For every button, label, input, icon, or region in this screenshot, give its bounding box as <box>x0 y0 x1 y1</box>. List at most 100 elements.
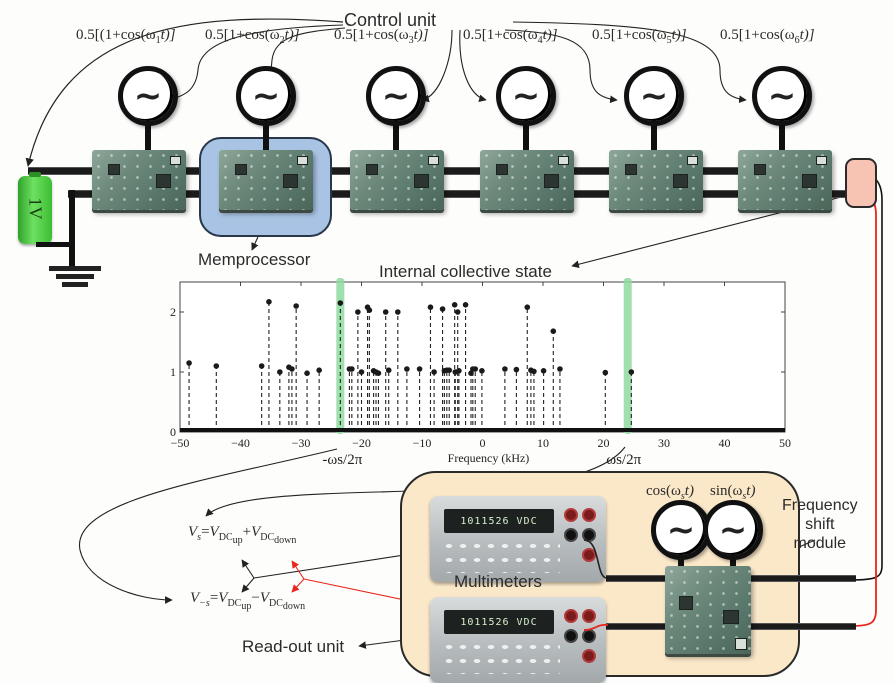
x-tick-label: 10 <box>537 436 549 450</box>
vs-lhs: V <box>188 524 198 540</box>
control-to-gen3-arrow <box>421 29 453 103</box>
board-chip <box>687 156 698 165</box>
cos-gen-label: cos(ωst) <box>646 483 694 502</box>
stem-marker <box>316 367 322 373</box>
stem-marker <box>557 366 563 372</box>
gen-label-post: t)] <box>160 27 176 43</box>
x-tick-label: 30 <box>658 436 670 450</box>
cos-generator-icon: ~ <box>651 500 711 560</box>
stem-marker <box>304 370 310 376</box>
board-chip <box>673 174 688 188</box>
stem-marker <box>355 309 361 315</box>
sin-gen-stalk <box>730 550 736 570</box>
gen-6-stalk <box>779 110 785 150</box>
freq-shift-line1: Frequency <box>782 497 858 514</box>
vs-t1-subsub: up <box>232 535 243 546</box>
probe-wire-red <box>845 189 877 627</box>
gen-2-label: 0.5[1+cos(ω2t)] <box>205 27 300 46</box>
stem-marker <box>451 302 458 308</box>
board-chip <box>754 164 766 175</box>
x-tick-label: −30 <box>292 436 311 450</box>
stem-marker <box>404 366 410 372</box>
gen-label-sub: 1 <box>155 35 161 46</box>
gen-label-pre: 0.5[1+cos(ω <box>720 27 795 43</box>
board-chip <box>802 174 817 188</box>
highlight-band-0 <box>336 278 345 434</box>
cos-gen-stalk <box>678 550 684 570</box>
stem-marker <box>446 367 453 373</box>
stem-marker <box>213 363 220 369</box>
stem-marker <box>472 366 479 372</box>
stem-marker <box>540 368 547 374</box>
mm2-jack-3 <box>564 629 578 643</box>
stem-marker <box>524 304 531 310</box>
sin-label-sub: s <box>742 491 747 502</box>
sin-gen-label: sin(ωst) <box>710 483 755 502</box>
multimeter-2-keypad <box>442 640 560 674</box>
vs-t1: V <box>209 524 219 540</box>
board-chip <box>544 174 559 188</box>
stem-marker <box>462 302 469 308</box>
ground-bar-2 <box>56 274 94 279</box>
ac-generator-5-icon: ~ <box>624 66 684 126</box>
vms-lhs: V <box>190 590 200 606</box>
gen-label-post: t)] <box>799 27 815 43</box>
gen-6-label: 0.5[1+cos(ω6t)] <box>720 27 815 46</box>
stem-marker <box>502 366 508 372</box>
sin-label-pre: sin(ω <box>710 483 743 499</box>
stem-marker <box>439 306 446 312</box>
gen-4-label: 0.5[1+cos(ω4t)] <box>463 27 558 46</box>
cos-label-pre: cos(ω <box>646 483 681 499</box>
gen-label-sub: 5 <box>666 35 672 46</box>
stem-marker <box>456 368 462 374</box>
control-to-gen4-arrow <box>459 29 487 103</box>
x-axis-label: Frequency (kHz) <box>448 451 530 465</box>
gen-label-sub: 4 <box>537 35 543 46</box>
gen-1-label: 0.5[(1+cos(ω1t)] <box>76 27 176 46</box>
gen-4-stalk <box>523 110 529 150</box>
stem-marker <box>266 299 272 305</box>
gen-label-pre: 0.5[(1+cos(ω <box>76 27 156 43</box>
stem-marker <box>385 367 392 373</box>
vs-op: + <box>242 524 252 540</box>
y-tick-label: 1 <box>170 365 176 379</box>
ac-generator-3-icon: ~ <box>366 66 426 126</box>
control-to-gen6-arrow <box>512 21 747 104</box>
board-chip <box>428 156 439 165</box>
stem-marker <box>395 309 401 315</box>
fork-to-vms-arrow <box>241 577 255 593</box>
stem-marker <box>277 369 283 375</box>
multimeter-1: 1011526 VDC <box>430 496 606 582</box>
gen-label-pre: 0.5[1+cos(ω <box>592 27 667 43</box>
stem-marker <box>431 369 437 375</box>
gen-1-stalk <box>145 110 151 150</box>
memprocessor-board-4 <box>480 150 574 210</box>
board-chip <box>723 610 739 624</box>
gen-3-label: 0.5[1+cos(ω3t)] <box>334 27 429 46</box>
board-chip <box>170 156 181 165</box>
mm1-jack-3 <box>564 528 578 542</box>
gen-label-pre: 0.5[1+cos(ω <box>463 27 538 43</box>
gen-label-sub: 2 <box>279 35 285 46</box>
vms-t1: V <box>218 590 228 606</box>
multimeters-label: Multimeters <box>454 572 542 591</box>
freq-shift-line3: module <box>793 535 847 552</box>
stem-marker <box>337 300 344 306</box>
internal-state-label: Internal collective state <box>379 262 552 281</box>
board-chip <box>366 164 378 175</box>
vs-lhs-sub: s <box>197 532 202 543</box>
vs-t2-subsub: down <box>274 535 297 546</box>
board-chip <box>283 174 298 188</box>
gen-2-stalk <box>263 110 269 150</box>
multimeter-2-display: 1011526 VDC <box>444 610 554 634</box>
freq-shift-label: Frequency shift module <box>782 496 858 553</box>
vms-t2: V <box>259 590 269 606</box>
board-chip <box>496 164 508 175</box>
equation-vms: V−s=VDCup−VDCdown <box>190 590 305 612</box>
mm1-jack-1 <box>564 508 578 522</box>
vms-t1-subsub: up <box>241 601 252 612</box>
cos-label-post: t) <box>684 483 694 499</box>
mm1-jack-2 <box>582 508 596 522</box>
stem-marker <box>375 370 382 376</box>
